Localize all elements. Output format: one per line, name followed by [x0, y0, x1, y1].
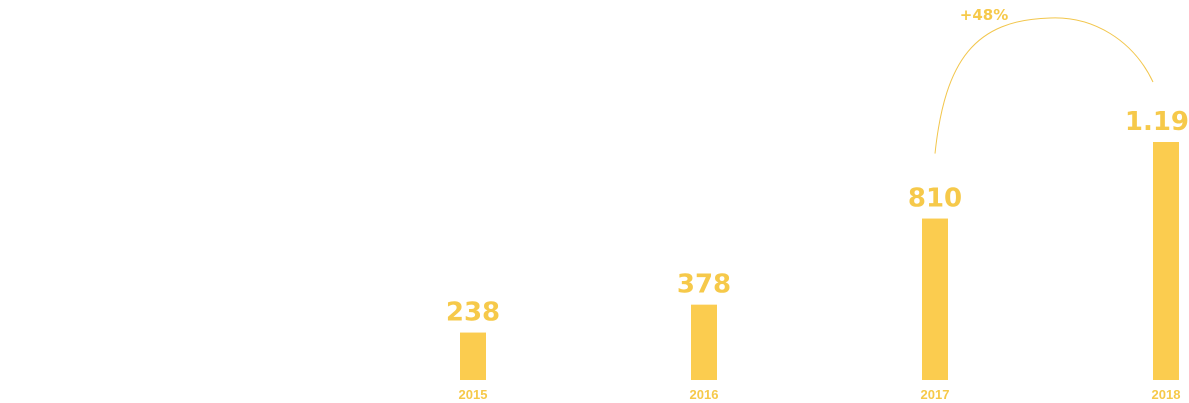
growth-arc [934, 17, 1154, 154]
bar-2018 [1153, 142, 1179, 380]
bar-2016 [691, 304, 717, 380]
value-label-2017: 810 [908, 184, 962, 214]
tick-label-2018: 2018 [1152, 387, 1181, 402]
tick-labels-layer: 2015 2016 2017 2018 [459, 387, 1181, 402]
bars-layer [460, 142, 1179, 380]
tick-label-2017: 2017 [921, 387, 950, 402]
value-label-2018: 1.194 [1125, 107, 1189, 137]
value-label-2016: 378 [677, 270, 731, 300]
tick-label-2016: 2016 [690, 387, 719, 402]
value-label-2015: 238 [446, 298, 500, 328]
value-labels-layer: 238 378 810 1.194 [446, 107, 1189, 328]
growth-annotation-label: +48% [960, 6, 1008, 24]
bar-2017 [922, 218, 948, 380]
tick-label-2015: 2015 [459, 387, 488, 402]
growth-annotation: +48% [934, 6, 1154, 154]
bar-2015 [460, 332, 486, 380]
